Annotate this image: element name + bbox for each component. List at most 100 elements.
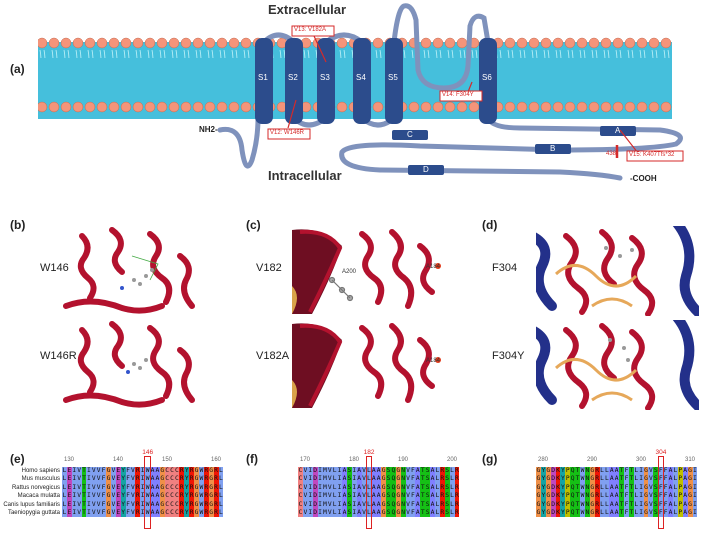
- callout-438: 438: [606, 151, 617, 157]
- residue-cell: T: [619, 467, 625, 476]
- residue-cell: Q: [390, 467, 396, 476]
- residue-cell: I: [140, 509, 146, 518]
- residue-cell: L: [604, 509, 610, 518]
- residue-cell: Y: [560, 475, 566, 484]
- protein-structure-c-wild: [292, 226, 442, 316]
- residue-cell: G: [589, 475, 595, 484]
- residue-cell: I: [351, 500, 357, 509]
- residue-cell: E: [115, 509, 121, 518]
- residue-cell: C: [298, 475, 303, 484]
- residue-cell: V: [405, 492, 411, 501]
- residue-cell: G: [643, 475, 649, 484]
- residue-cell: R: [454, 500, 460, 509]
- residue-cell: T: [575, 509, 581, 518]
- residue-cell: G: [687, 500, 693, 509]
- residue-cell: W: [198, 483, 204, 493]
- residue-cell: F: [101, 500, 107, 509]
- residue-cell: R: [203, 475, 209, 484]
- residue-cell: F: [663, 467, 669, 476]
- helix-d-label: D: [423, 165, 429, 174]
- residue-cell: S: [653, 509, 659, 518]
- residue-cell: A: [415, 500, 421, 509]
- residue-cell: L: [599, 467, 605, 476]
- residue-cell: L: [599, 509, 605, 518]
- residue-cell: L: [366, 509, 372, 518]
- residue-cell: A: [154, 475, 160, 484]
- residue-cell: A: [356, 483, 362, 493]
- residue-cell: I: [337, 500, 343, 509]
- residue-cell: S: [653, 467, 659, 476]
- alignment-tick-label: 200: [447, 457, 458, 463]
- residue-cell: A: [682, 475, 688, 484]
- residue-cell: P: [677, 483, 683, 493]
- residue-cell: S: [346, 467, 352, 476]
- residue-cell: N: [400, 475, 406, 484]
- residue-cell: L: [218, 483, 224, 493]
- residue-cell: A: [415, 483, 421, 493]
- intracellular-label: Intracellular: [268, 168, 342, 183]
- residue-cell: A: [614, 483, 620, 493]
- residue-cell: C: [164, 492, 170, 501]
- residue-cell: A: [376, 500, 382, 509]
- residue-cell: F: [663, 509, 669, 518]
- membrane-topology-diagram: [38, 3, 684, 181]
- residue-cell: R: [179, 500, 185, 509]
- residue-cell: V: [110, 483, 116, 493]
- residue-cell: G: [643, 509, 649, 518]
- residue-cell: A: [415, 492, 421, 501]
- residue-cell: T: [81, 509, 87, 518]
- residue-cell: C: [164, 509, 170, 518]
- residue-cell: G: [208, 483, 214, 493]
- residue-cell: T: [420, 483, 426, 493]
- residue-cell: V: [361, 509, 367, 518]
- residue-cell: G: [106, 509, 111, 518]
- residue-cell: G: [589, 509, 595, 518]
- residue-cell: Y: [184, 500, 190, 509]
- residue-cell: T: [575, 500, 581, 509]
- wild-label-b: W146: [40, 262, 69, 274]
- residue-cell: A: [150, 483, 155, 493]
- residue-cell: N: [400, 467, 406, 476]
- residue-cell: R: [213, 475, 219, 484]
- residue-cell: S: [653, 483, 659, 493]
- species-name: Rattus norvegicus: [11, 484, 60, 491]
- residue-cell: F: [410, 483, 416, 493]
- residue-cell: L: [332, 483, 338, 493]
- protein-structure-b-wild: [62, 226, 207, 316]
- residue-cell: T: [420, 492, 426, 501]
- residue-cell: L: [604, 483, 610, 493]
- residue-cell: C: [169, 500, 175, 509]
- residue-cell: Q: [390, 492, 396, 501]
- residue-cell: I: [71, 509, 77, 518]
- residue-cell: E: [66, 483, 72, 493]
- residue-cell: V: [302, 483, 308, 493]
- residue-cell: S: [444, 475, 450, 484]
- residue-cell: A: [150, 500, 155, 509]
- residue-cell: T: [81, 500, 87, 509]
- residue-cell: W: [145, 475, 151, 484]
- residue-cell: C: [164, 475, 170, 484]
- residue-cell: N: [400, 509, 406, 518]
- residue-cell: V: [361, 492, 367, 501]
- residue-cell: W: [145, 492, 151, 501]
- residue-cell: S: [653, 475, 659, 484]
- residue-cell: C: [298, 509, 303, 518]
- residue-cell: A: [371, 509, 377, 518]
- residue-cell: F: [624, 483, 629, 493]
- residue-cell: I: [692, 483, 698, 493]
- residue-cell: Q: [390, 483, 396, 493]
- residue-cell: S: [425, 492, 431, 501]
- residue-cell: R: [213, 500, 219, 509]
- residue-cell: G: [589, 467, 595, 476]
- residue-label-a184-wild: A184: [426, 264, 441, 270]
- residue-cell: L: [449, 475, 455, 484]
- residue-cell: V: [110, 467, 116, 476]
- residue-cell: S: [425, 483, 431, 493]
- residue-cell: N: [584, 475, 590, 484]
- residue-cell: M: [322, 467, 328, 476]
- residue-cell: L: [633, 500, 639, 509]
- residue-label-a184-mutant: A184: [426, 358, 441, 364]
- residue-cell: A: [609, 492, 615, 501]
- residue-cell: V: [302, 492, 308, 501]
